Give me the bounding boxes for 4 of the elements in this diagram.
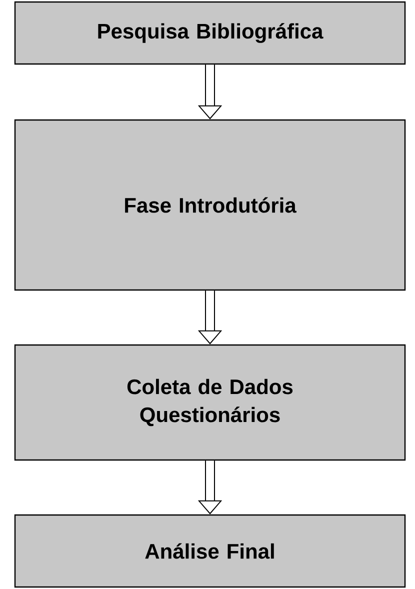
process-box: Pesquisa Bibliográfica [14, 1, 406, 65]
process-box: Coleta de Dados Questionários [14, 344, 406, 461]
process-box: Fase Introdutória [14, 119, 406, 291]
process-box: Análise Final [14, 514, 406, 588]
